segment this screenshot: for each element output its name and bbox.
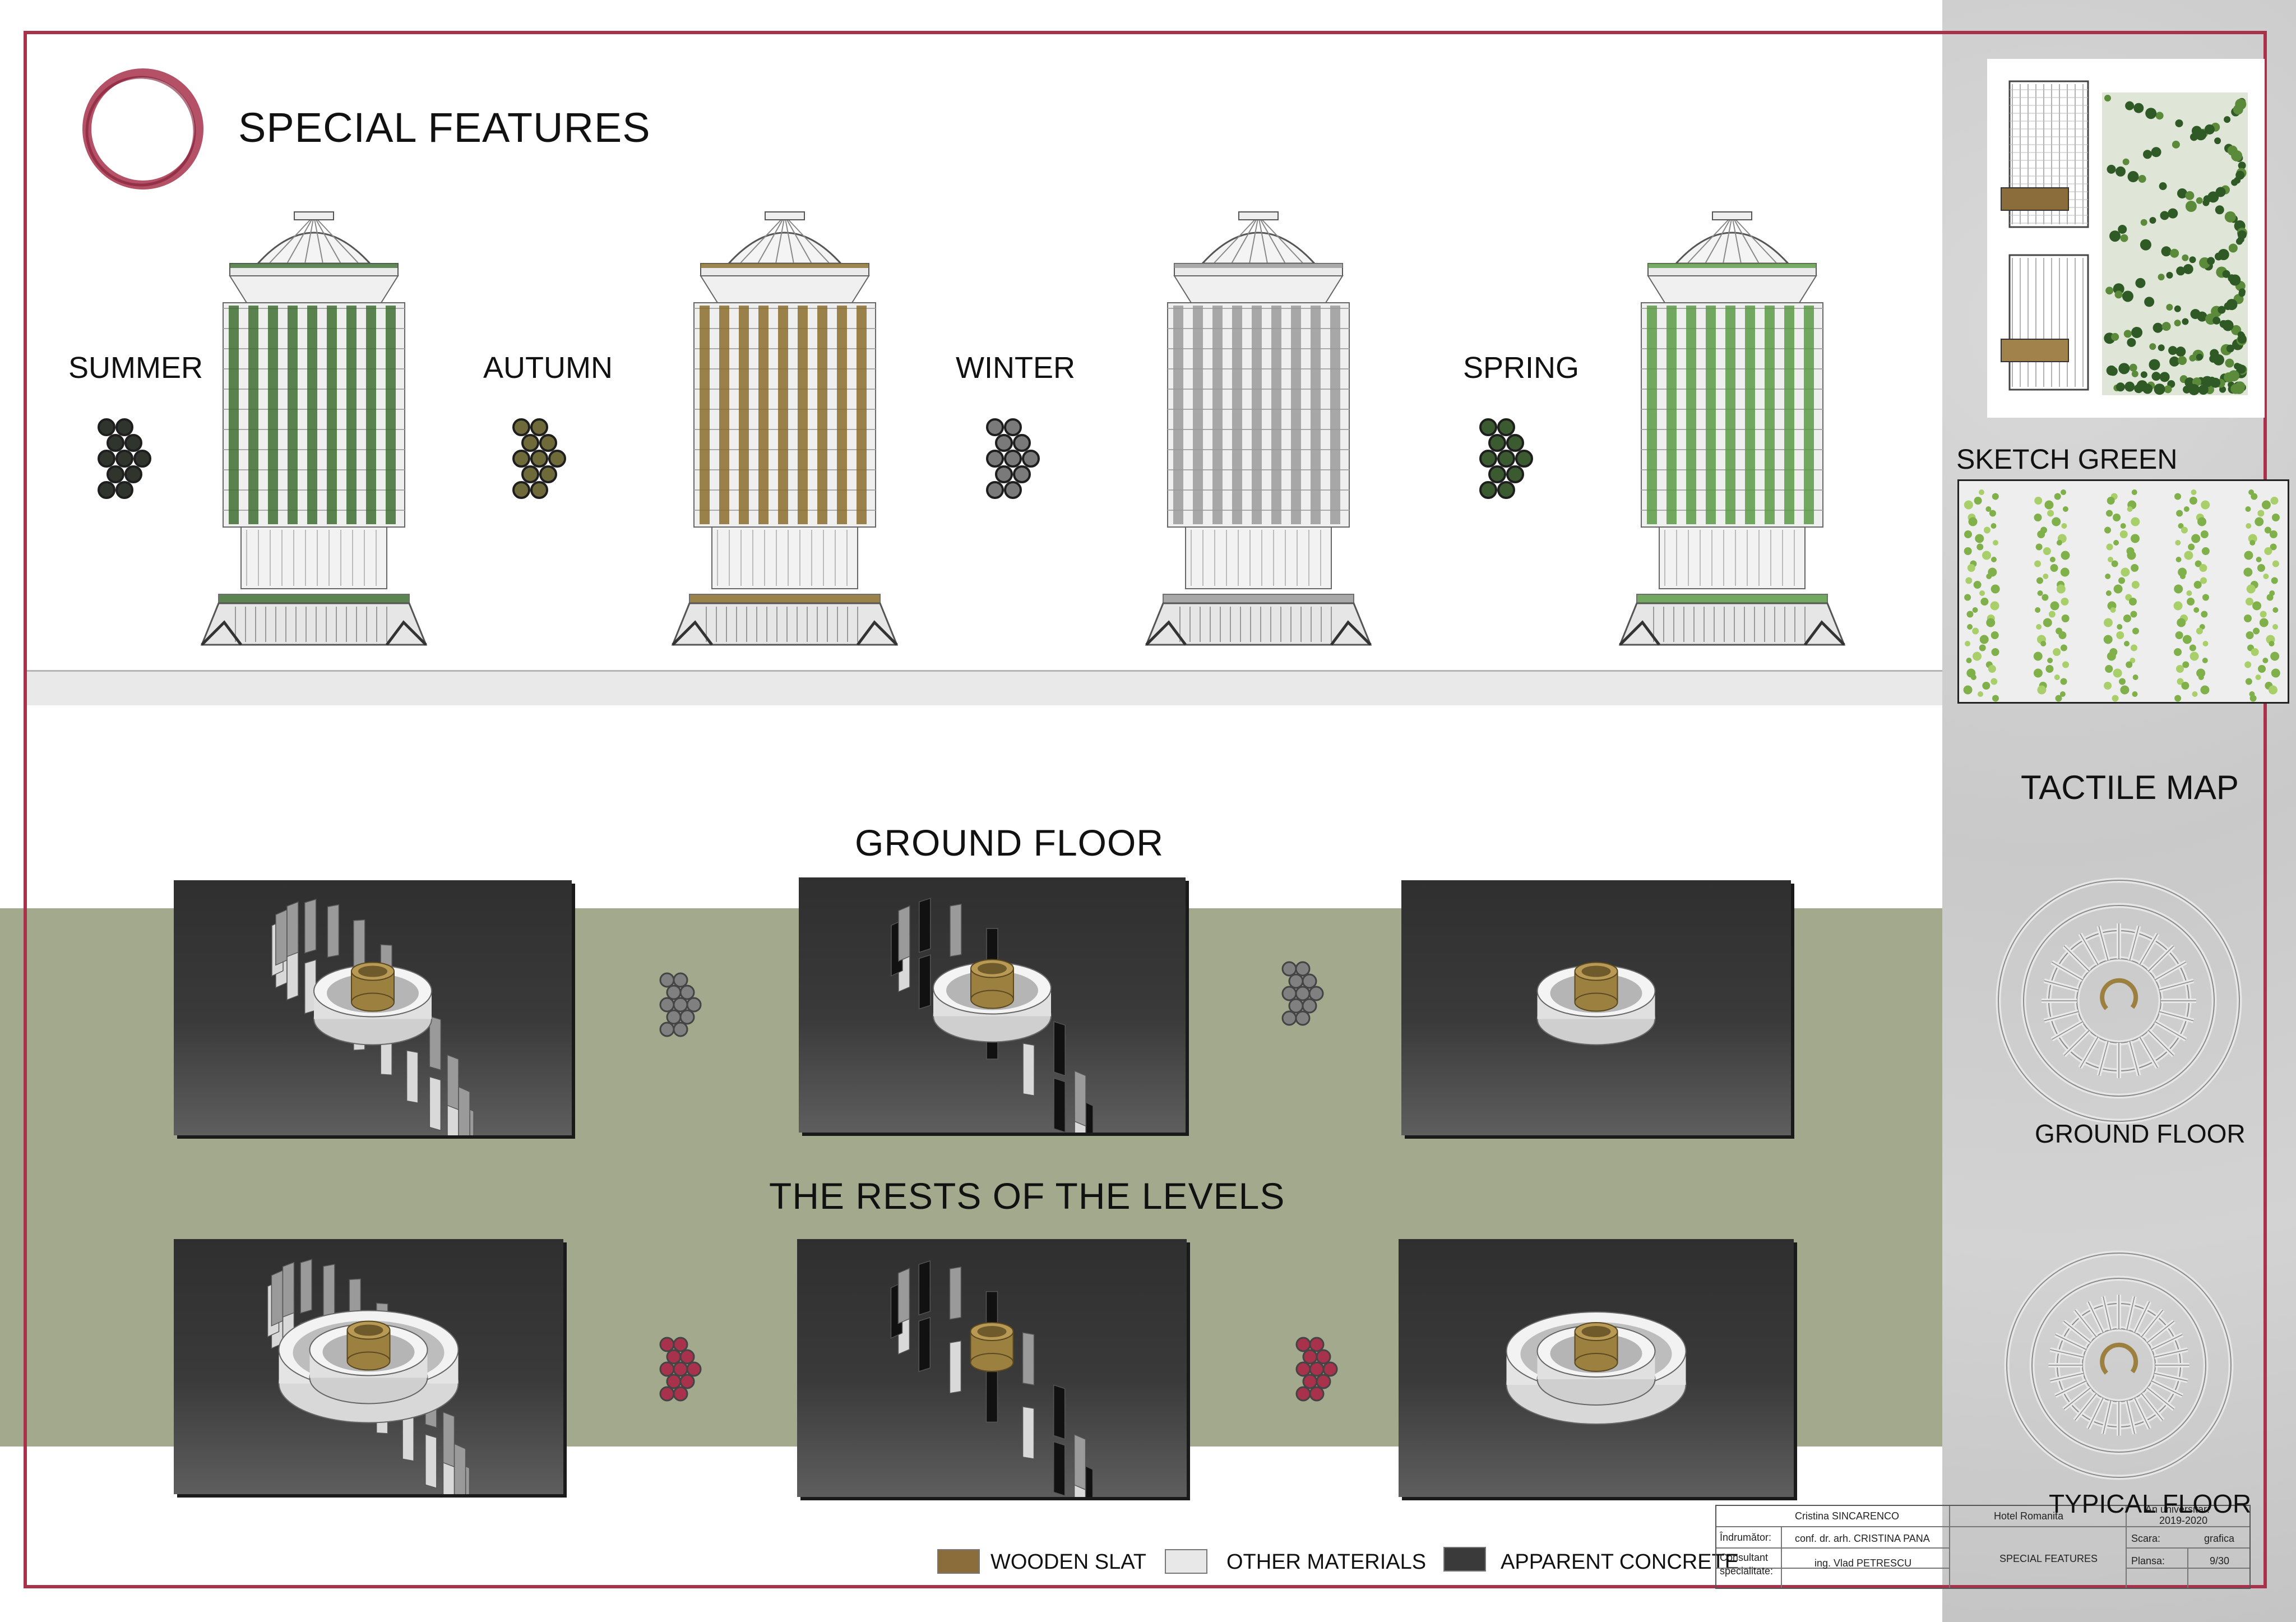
tower-elevation-summer — [200, 211, 428, 646]
title-block-plate: 9/30 — [2210, 1555, 2230, 1566]
tactile-ground-floor-label: GROUND FLOOR — [2035, 1119, 2246, 1148]
ground-floor-title: GROUND FLOOR — [855, 822, 1164, 863]
ground-floor-model-b — [799, 877, 1186, 1158]
title-block-plate-label: Plansa: — [2131, 1555, 2165, 1566]
transition-dots-ground-1 — [659, 972, 702, 1037]
season-label-summer: SUMMER — [68, 351, 203, 385]
green-facade-sketch-image — [1987, 59, 2265, 418]
page-frame — [24, 31, 2267, 1588]
title-block-tutor-label: Îndrumător: — [1720, 1532, 1772, 1543]
legend-swatch-other-materials — [1165, 1549, 1207, 1574]
legend-swatch-apparent-concrete — [1443, 1547, 1486, 1572]
season-dots-spring — [1479, 418, 1533, 499]
rest-levels-title: THE RESTS OF THE LEVELS — [769, 1175, 1285, 1217]
season-dots-summer — [98, 418, 151, 499]
tactile-map-ground-floor — [1996, 877, 2242, 1124]
transition-dots-typical-1 — [659, 1337, 702, 1402]
season-label-spring: SPRING — [1463, 351, 1580, 385]
season-label-autumn: AUTUMN — [483, 351, 613, 385]
legend-label-wooden-slat: WOODEN SLAT — [990, 1550, 1146, 1574]
legend-label-other-materials: OTHER MATERIALS — [1226, 1550, 1427, 1574]
legend-label-apparent-concrete: APPARENT CONCRETE — [1501, 1550, 1739, 1574]
season-dots-autumn — [512, 418, 566, 499]
title-block-scale-label: Scara: — [2131, 1533, 2161, 1544]
tactile-typical-floor-label: TYPICAL FLOOR — [2049, 1489, 2252, 1518]
typical-floor-model-b — [797, 1239, 1187, 1521]
tower-elevation-autumn — [671, 211, 899, 646]
page-title: SPECIAL FEATURES — [238, 104, 651, 151]
transition-dots-ground-2 — [1281, 961, 1324, 1026]
title-block-author: Cristina SINCARENCO — [1795, 1510, 1900, 1522]
title-block: Cristina SINCARENCO Hotel Romanita An un… — [1715, 1504, 2251, 1589]
title-block-sheet-title: SPECIAL FEATURES — [1999, 1553, 2098, 1564]
season-label-winter: WINTER — [956, 351, 1075, 385]
title-block-year-label: An universitar: — [2145, 1504, 2210, 1515]
tactile-map-typical-floor — [2004, 1250, 2234, 1480]
title-block-project: Hotel Romanita — [1994, 1510, 2064, 1522]
season-dots-winter — [986, 418, 1040, 499]
transition-dots-typical-2 — [1295, 1337, 1338, 1402]
green-facade-render-image — [1957, 479, 2289, 704]
ground-floor-model-c — [1401, 880, 1791, 1135]
title-block-tutor: conf. dr. arh. CRISTINA PANA — [1795, 1533, 1930, 1544]
ground-line — [25, 670, 1942, 705]
tower-elevation-spring — [1618, 211, 1846, 646]
logo-ring-icon — [82, 68, 203, 190]
ground-floor-model-a — [174, 880, 572, 1166]
typical-floor-model-c — [1399, 1239, 1794, 1497]
typical-floor-model-a — [174, 1239, 563, 1523]
tactile-map-title: TACTILE MAP — [2021, 769, 2239, 806]
tower-elevation-winter — [1145, 211, 1372, 646]
legend-swatch-wooden-slat — [937, 1549, 980, 1574]
title-block-consultant: ing. Vlad PETRESCU — [1814, 1558, 1912, 1569]
title-block-year: 2019-2020 — [2159, 1515, 2208, 1526]
title-block-consultant-label: Consultant specialitate: — [1720, 1552, 1774, 1577]
title-block-scale: grafica — [2204, 1533, 2235, 1544]
